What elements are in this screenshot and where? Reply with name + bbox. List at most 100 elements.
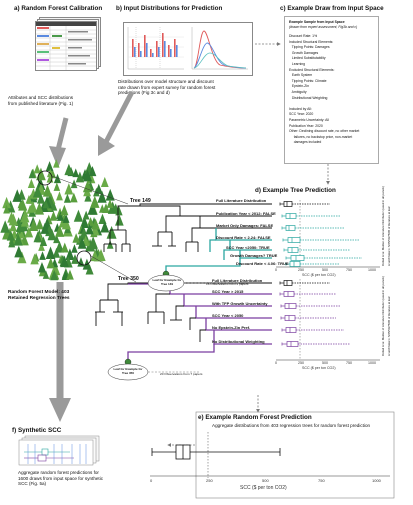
draw-line: Included Structural Elements:	[289, 39, 334, 44]
forest-tree	[9, 221, 17, 232]
axis-label: SCC ($ per ton CO2)	[302, 366, 336, 370]
boxplot-row	[279, 280, 330, 286]
forest-tree	[65, 248, 75, 260]
leaf-149-label: Leaf for Example for Tree 149	[152, 278, 182, 286]
forest-tree	[52, 247, 61, 258]
axis-tick: 0	[150, 478, 153, 483]
input-distribution-plots	[123, 22, 253, 76]
forest-tree	[42, 184, 53, 197]
axis-tick: 750	[318, 478, 325, 483]
forest-tree	[87, 216, 95, 226]
forest-tree	[91, 218, 100, 230]
leaf-350-observations: 20 Observations from 7 papers	[160, 372, 203, 376]
forest-tree	[84, 192, 92, 202]
forest-tree	[72, 168, 80, 178]
connector-tree-149	[51, 175, 129, 205]
boxplot-row	[281, 341, 350, 347]
forest-tree	[28, 168, 36, 179]
axis-tick: 0	[275, 268, 277, 272]
panel-a-title: a) Random Forest Calibration	[14, 5, 103, 12]
forest-tree	[85, 223, 94, 235]
forest-tree	[27, 178, 35, 188]
draw-line: Excluded Structural Elements:	[289, 67, 335, 72]
forest-tree	[100, 176, 109, 188]
forest-tree	[49, 210, 58, 221]
forest-tree	[90, 250, 100, 262]
calibration-table	[35, 21, 97, 71]
draw-line: Growth Damages	[289, 50, 319, 55]
forest-tree	[3, 204, 10, 214]
forest-tree	[45, 161, 54, 172]
forest-tree	[33, 231, 43, 243]
split-label: SCC Year > 2015	[212, 289, 244, 294]
forest-tree	[73, 209, 84, 222]
forest-tree	[53, 173, 62, 184]
panel-e-title: e) Example Random Forest Prediction	[198, 414, 312, 421]
axis-tick: 750	[346, 268, 352, 272]
draw-line: Epstein-Zin	[289, 84, 309, 89]
boxplot-row	[281, 327, 344, 333]
forest-tree	[56, 211, 65, 221]
forest-model-label: Random Forest Model: 403 Retained Regres…	[8, 290, 70, 301]
forest-tree	[96, 248, 106, 262]
tree-149-axis	[276, 200, 380, 268]
forest-tree	[75, 171, 85, 183]
boxplot-row	[283, 247, 350, 253]
forest-tree	[12, 189, 23, 202]
draw-line: Publication Year: 2020	[289, 123, 323, 128]
split-label: Market Only Damages: FALSE	[216, 223, 274, 228]
forest-tree	[54, 240, 65, 253]
forest-tree	[102, 203, 110, 214]
tree-149-boxplots	[279, 201, 362, 267]
forest-tree	[60, 255, 69, 268]
axis-tick: 250	[298, 268, 304, 272]
forest-tree	[53, 159, 60, 168]
panel-e-description: Aggregate distributions from 403 regress…	[212, 423, 371, 428]
axis-tick: 1000	[368, 268, 376, 272]
tree-350-side-note2: Line/Whiskers: 5/25/50/75/95 of literatu…	[387, 296, 391, 356]
tree-350-boxplots	[279, 280, 350, 347]
panel-b-title: b) Input Distributions for Prediction	[116, 5, 223, 12]
forest-tree	[24, 226, 34, 238]
panel-c-title: c) Example Draw from Input Space	[280, 5, 384, 12]
forest-tree	[7, 211, 16, 223]
forest-tree	[13, 233, 23, 246]
forest-tree	[38, 242, 45, 251]
forest-tree	[94, 183, 103, 194]
axis-tick: 1000	[368, 361, 376, 365]
boxplot-row	[285, 261, 340, 267]
split-label: SCC Year < 2050	[212, 313, 244, 318]
forest-tree	[66, 269, 74, 280]
boxplot-row	[280, 315, 336, 321]
draw-line: failures, no backstop price, non-market	[289, 134, 353, 139]
forest-tree	[35, 218, 44, 230]
tree-149-structure	[103, 203, 272, 272]
forest-tree	[37, 262, 46, 273]
forest-tree	[2, 196, 11, 209]
draw-line: Discount Rate: 1%	[289, 34, 318, 38]
draw-line: damages included	[289, 140, 322, 145]
forest-tree	[55, 224, 65, 237]
forest-tree	[25, 194, 33, 204]
axis-label: SCC ($ per ton CO2)	[302, 273, 336, 277]
split-label: Publication Year < 2012: FALSE	[216, 211, 276, 216]
forest-tree	[53, 182, 61, 191]
forest-tree	[60, 242, 69, 253]
forest-tree	[87, 202, 98, 215]
forest-tree	[36, 193, 45, 204]
forest-tree	[8, 238, 16, 248]
forest-tree	[6, 230, 15, 241]
forest-tree	[82, 180, 93, 193]
forest-tree	[64, 163, 74, 176]
draw-line: Learning	[289, 61, 306, 66]
draw-line: Parametric Uncertainty: All	[289, 117, 329, 122]
forest-tree	[64, 183, 74, 195]
boxplot-row	[281, 225, 345, 231]
axis-tick: 1000	[372, 478, 381, 483]
random-forest-trees	[0, 159, 124, 281]
draw-line: Tipping Points: Damages	[289, 45, 330, 50]
forest-tree	[30, 253, 39, 265]
forest-tree	[100, 220, 110, 233]
forest-tree	[42, 270, 50, 279]
draw-lines: Discount Rate: 1%Included Structural Ele…	[289, 34, 375, 146]
